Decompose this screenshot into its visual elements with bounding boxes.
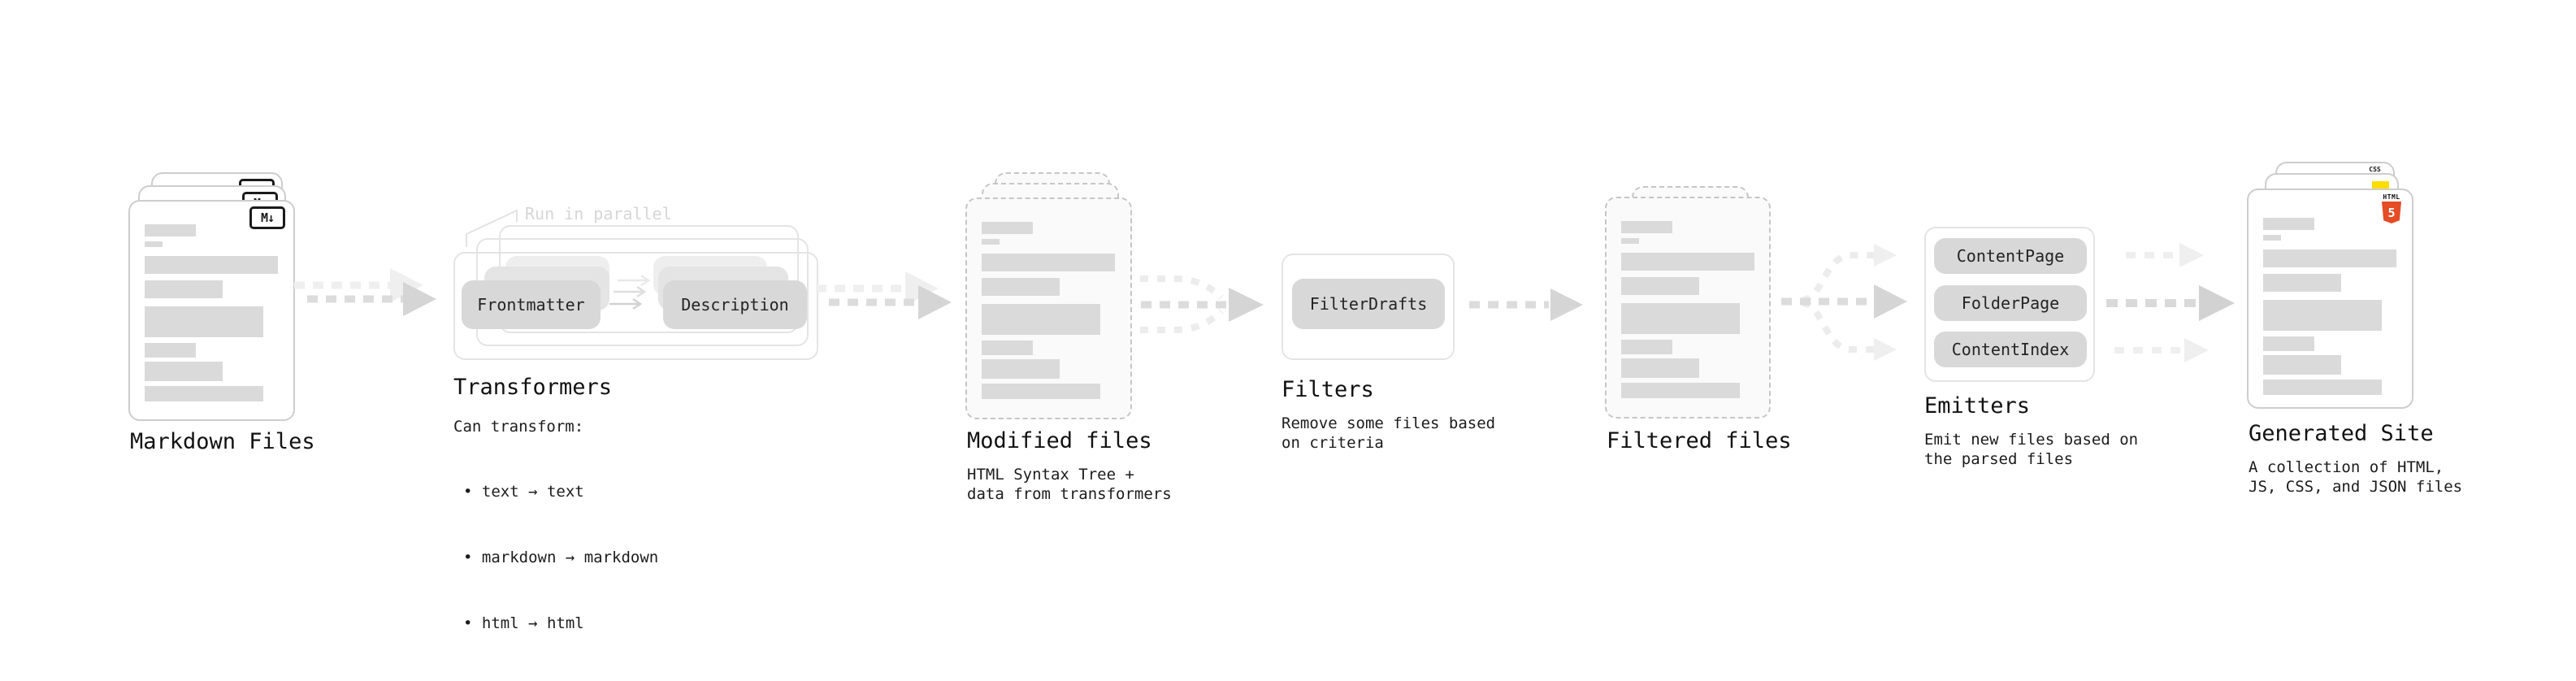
arrow-transformers-to-modified — [816, 271, 952, 319]
content-page-pill: ContentPage — [1934, 238, 2087, 274]
stage-label-generated-site: Generated Site — [2249, 421, 2434, 446]
generated-site-card-front: HTML 5 — [2247, 189, 2413, 409]
bullet-item: html → html — [463, 613, 658, 635]
stage-label-transformers: Transformers — [453, 375, 613, 400]
arrow-emitters-to-generated — [2106, 243, 2235, 362]
arrow-markdown-to-transformers — [294, 268, 436, 316]
run-in-parallel-callout: Run in parallel — [525, 204, 672, 223]
arrow-filtered-to-emitters — [1781, 244, 1907, 361]
stage-label-emitters: Emitters — [1924, 393, 2031, 419]
transformers-note: Can transform: — [453, 418, 584, 436]
arrow-modified-to-filters — [1140, 275, 1264, 333]
frontmatter-pill: Frontmatter — [462, 280, 601, 329]
document-text-placeholder — [982, 222, 1115, 399]
description-pill: Description — [663, 280, 807, 329]
stage-label-filters: Filters — [1281, 377, 1374, 402]
generated-site-note: A collection of HTML,JS, CSS, and JSON f… — [2249, 458, 2463, 496]
document-text-placeholder — [1621, 221, 1754, 398]
document-text-placeholder — [2263, 218, 2396, 395]
stage-label-filtered-files: Filtered files — [1607, 428, 1792, 453]
markdown-icon: M↓ — [249, 206, 285, 229]
filter-drafts-pill: FilterDrafts — [1292, 279, 1445, 329]
stage-label-modified-files: Modified files — [967, 428, 1152, 453]
transformers-bullet-list: text → text markdown → markdown html → h… — [463, 437, 658, 679]
transformer-box-front — [453, 252, 818, 360]
js-icon — [2372, 181, 2389, 189]
bullet-item: text → text — [463, 481, 658, 503]
content-index-pill: ContentIndex — [1934, 332, 2087, 367]
arrow-filters-to-filtered — [1469, 288, 1583, 321]
filtered-file-card-front — [1605, 197, 1771, 419]
modified-files-note: HTML Syntax Tree +data from transformers — [967, 466, 1172, 503]
html5-icon: HTML 5 — [2381, 193, 2402, 223]
document-text-placeholder — [145, 224, 278, 401]
stage-label-markdown-files: Markdown Files — [130, 429, 315, 454]
folder-page-pill: FolderPage — [1934, 285, 2087, 321]
bullet-item: markdown → markdown — [463, 547, 658, 569]
modified-file-card-front — [965, 197, 1132, 419]
markdown-file-card-front: M↓ — [128, 200, 295, 421]
